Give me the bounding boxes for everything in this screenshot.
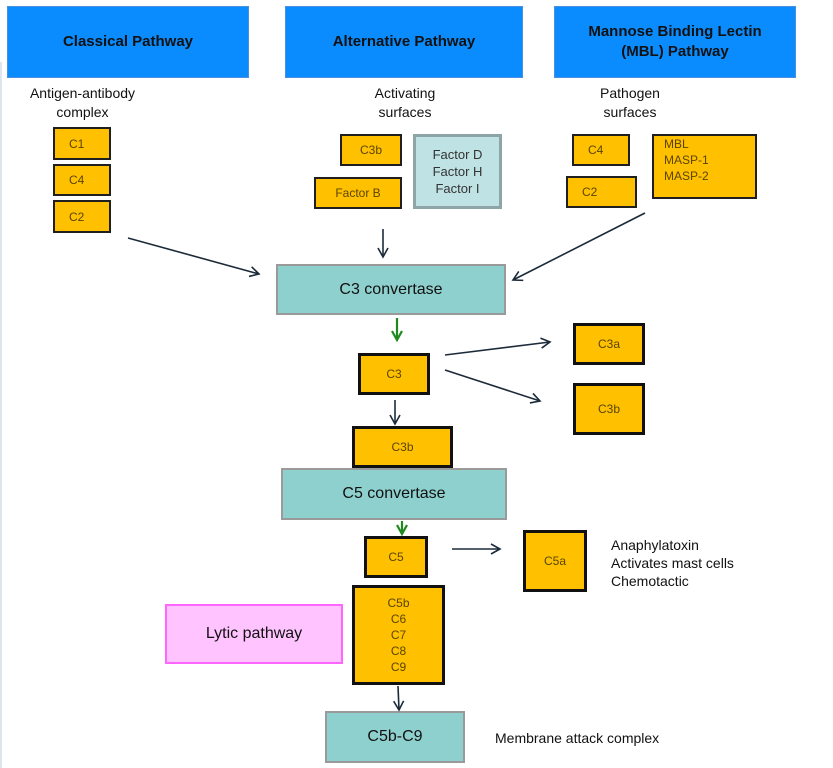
c5a-effect-chemotactic: Chemotactic <box>611 573 689 589</box>
c5a-effect-anaphylatoxin: Anaphylatoxin <box>611 537 699 553</box>
c5a-box: C5a <box>523 530 587 592</box>
c5a-effect-mast-cells: Activates mast cells <box>611 555 734 571</box>
lytic-pathway-box: Lytic pathway <box>165 604 343 664</box>
factor-i: Factor I <box>435 181 480 196</box>
caption-line: Antigen-antibody <box>29 85 136 101</box>
c5a-effects: Anaphylatoxin Activates mast cells Chemo… <box>611 536 734 590</box>
component-c8: C8 <box>390 644 407 658</box>
lectin-mbl: MBL <box>664 137 689 151</box>
caption-line: surfaces <box>378 104 432 120</box>
caption-line: surfaces <box>603 104 657 120</box>
arrow-mbl-to-c3-convertase <box>511 212 646 282</box>
c5-box: C5 <box>364 536 428 578</box>
caption-classical-trigger: Antigen-antibody complex <box>15 84 150 122</box>
alternative-c3b-box: C3b <box>340 134 402 166</box>
header-mbl-line-2: (MBL) Pathway <box>621 43 729 60</box>
header-mbl-pathway: Mannose Binding Lectin (MBL) Pathway <box>554 6 796 78</box>
classical-c4-box: C4 <box>53 164 111 196</box>
mac-label: Membrane attack complex <box>495 730 660 746</box>
caption-line: Pathogen <box>600 85 660 101</box>
mbl-lectins-box: MBL MASP-1 MASP-2 <box>652 134 757 199</box>
alternative-factor-b-box: Factor B <box>314 177 402 209</box>
component-c5b: C5b <box>387 596 410 610</box>
component-c6: C6 <box>390 612 407 626</box>
caption-line: complex <box>56 104 109 120</box>
caption-line: Activating <box>374 85 436 101</box>
mbl-c4-box: C4 <box>572 134 630 166</box>
c5-convertase-box: C5 convertase <box>281 468 507 520</box>
component-c9: C9 <box>390 660 407 674</box>
c3-box: C3 <box>358 353 430 395</box>
arrow-terminal-to-mac <box>392 685 405 712</box>
lectin-masp-2: MASP-2 <box>664 169 709 183</box>
classical-c1-box: C1 <box>53 127 111 160</box>
caption-alternative-trigger: Activating surfaces <box>345 84 465 122</box>
lectin-masp-1: MASP-1 <box>664 153 709 167</box>
terminal-components-box: C5b C6 C7 C8 C9 <box>352 585 445 685</box>
caption-mbl-trigger: Pathogen surfaces <box>590 84 670 122</box>
c3b-box: C3b <box>352 426 453 468</box>
arrow-classical-to-c3-convertase <box>127 237 261 278</box>
mac-box: C5b-C9 <box>325 711 465 763</box>
classical-c2-box: C2 <box>53 200 111 233</box>
c3b-side-box: C3b <box>573 383 645 435</box>
c3a-box: C3a <box>573 323 645 365</box>
arrow-c3-to-c3b-side <box>444 369 542 404</box>
alternative-factors-box: Factor D Factor H Factor I <box>413 134 502 209</box>
header-alternative-pathway: Alternative Pathway <box>285 6 523 78</box>
component-c7: C7 <box>390 628 407 642</box>
factor-h: Factor H <box>432 164 483 179</box>
mbl-c2-box: C2 <box>566 176 637 208</box>
page-left-rule <box>0 62 2 768</box>
header-mbl-line-1: Mannose Binding Lectin <box>588 23 762 40</box>
arrow-c3-to-c3a <box>444 337 552 356</box>
c3-convertase-box: C3 convertase <box>276 264 506 315</box>
header-classical-pathway: Classical Pathway <box>7 6 249 78</box>
factor-d: Factor D <box>432 147 483 162</box>
